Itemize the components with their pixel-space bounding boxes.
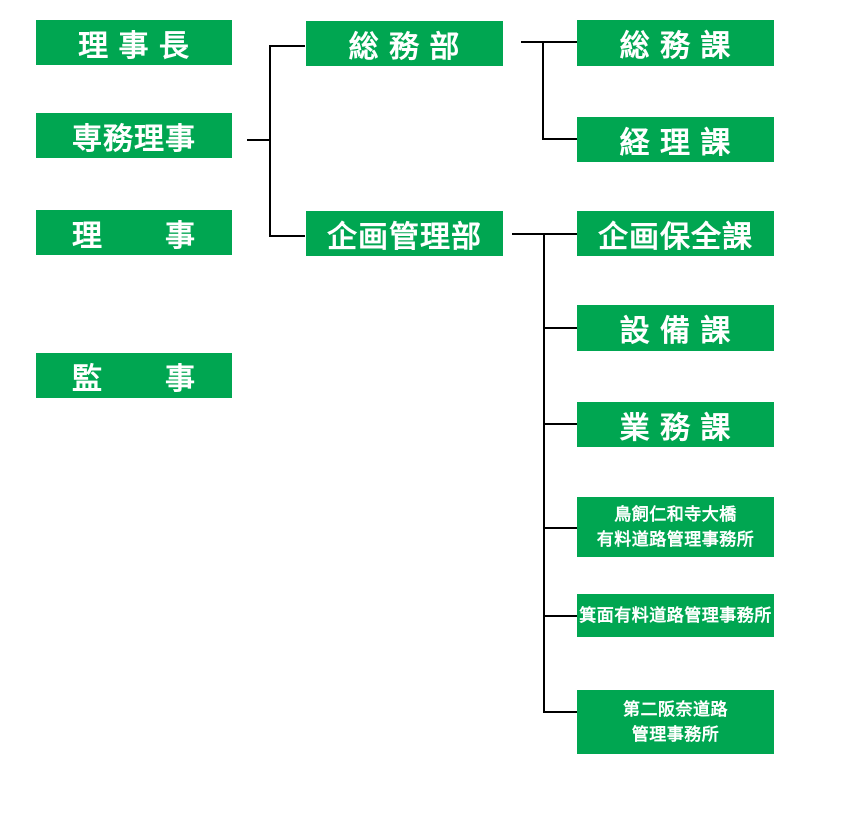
connector-line [521, 41, 577, 43]
org-node-auditor: 監 事 [36, 353, 232, 398]
org-node-general-affairs-dept: 総 務 部 [306, 21, 503, 66]
connector-line [247, 139, 270, 141]
connector-line [542, 41, 544, 140]
connector-line [543, 423, 577, 425]
connector-line [543, 615, 577, 617]
org-node-planning-preservation-section: 企画保全課 [577, 211, 774, 256]
connector-line [543, 527, 577, 529]
connector-line [543, 233, 545, 713]
connector-line [269, 45, 271, 237]
connector-line [543, 327, 577, 329]
org-node-daini-hanna-office: 第二阪奈道路 管理事務所 [577, 690, 774, 754]
connector-line [269, 235, 305, 237]
org-node-chairman: 理 事 長 [36, 20, 232, 65]
connector-line [542, 138, 577, 140]
org-node-torikai-niwaji-bridge-office: 鳥飼仁和寺大橋 有料道路管理事務所 [577, 497, 774, 557]
connector-line [269, 45, 305, 47]
org-node-facilities-section: 設 備 課 [577, 305, 774, 351]
org-node-accounting-section: 経 理 課 [577, 117, 774, 162]
org-node-executive-director: 専務理事 [36, 113, 232, 158]
org-node-general-affairs-section: 総 務 課 [577, 20, 774, 66]
org-node-operations-section: 業 務 課 [577, 402, 774, 447]
org-node-director: 理 事 [36, 210, 232, 255]
org-node-planning-management-dept: 企画管理部 [306, 211, 503, 256]
org-node-minoh-toll-road-office: 箕面有料道路管理事務所 [577, 594, 774, 637]
connector-line [543, 711, 577, 713]
